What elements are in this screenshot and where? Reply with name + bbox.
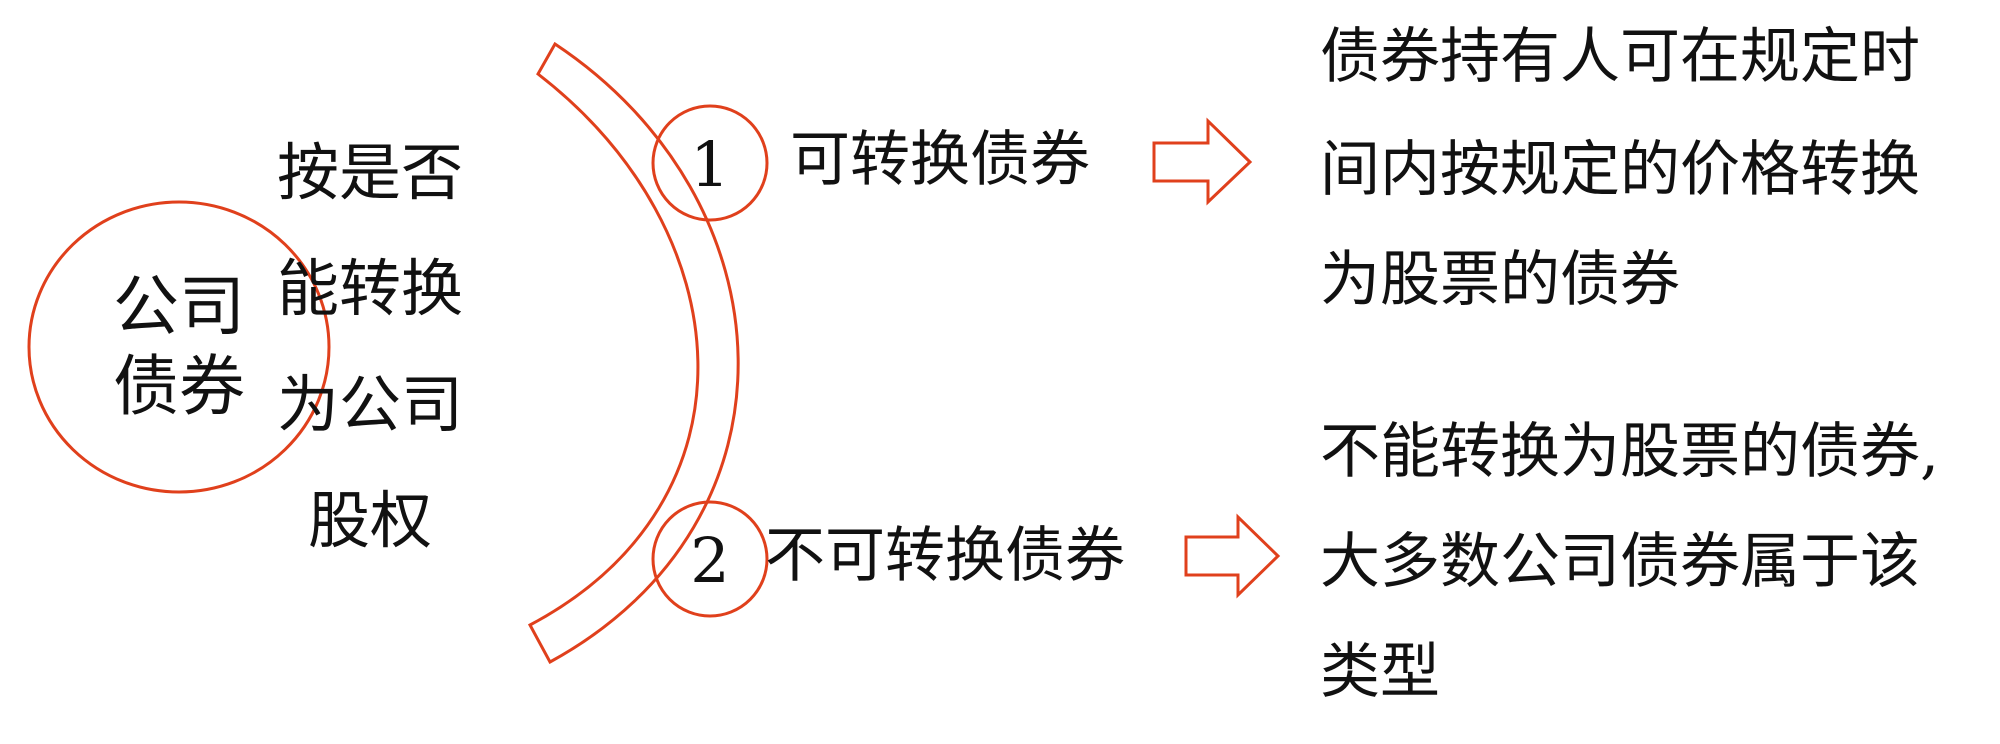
root-circle bbox=[27, 200, 331, 494]
criterion-line-2: 能转换 bbox=[276, 252, 463, 325]
criterion-line-4: 股权 bbox=[307, 484, 432, 557]
branch-2-desc-line-3: 类型 bbox=[1320, 637, 1440, 707]
branch-2-arrow-icon bbox=[1184, 513, 1281, 599]
root-line-1: 公司 bbox=[113, 268, 245, 345]
branch-1-desc-line-2: 间内按规定的价格转换 bbox=[1320, 135, 1920, 205]
branch-2-desc-line-1: 不能转换为股票的债券, bbox=[1320, 417, 1940, 487]
branch-2-number-circle bbox=[651, 500, 769, 618]
branch-1-arrow-icon bbox=[1152, 117, 1253, 206]
root-line-2: 债券 bbox=[113, 348, 245, 425]
branch-1-label: 可转换债券 bbox=[790, 125, 1090, 195]
branch-2-desc-line-2: 大多数公司债券属于该 bbox=[1320, 527, 1920, 597]
branch-1-desc-line-3: 为股票的债券 bbox=[1320, 245, 1680, 315]
bracket-arc bbox=[527, 41, 740, 665]
branch-1-desc-line-1: 债券持有人可在规定时 bbox=[1320, 22, 1920, 92]
branch-2-number: 2 bbox=[690, 524, 730, 597]
root-node-label: 公司 债券 bbox=[113, 267, 245, 427]
criterion-line-3: 为公司 bbox=[276, 368, 463, 441]
branch-1-number: 1 bbox=[690, 128, 730, 201]
criterion-line-1: 按是否 bbox=[276, 136, 463, 209]
branch-2-label: 不可转换债券 bbox=[765, 521, 1125, 591]
branch-1-number-circle bbox=[651, 104, 769, 222]
